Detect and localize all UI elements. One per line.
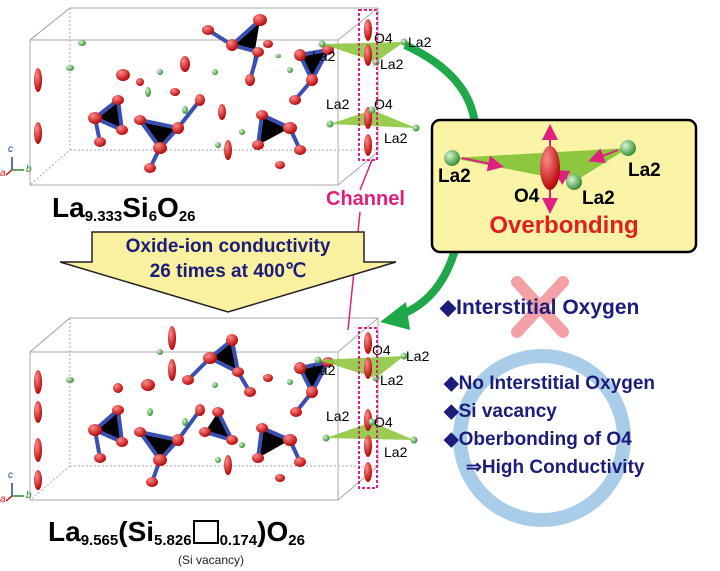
inset-la2-right: La2 bbox=[628, 160, 661, 181]
overbonding-inset bbox=[430, 118, 698, 254]
bullet-no-interstitial: ◆No Interstitial Oxygen bbox=[444, 373, 655, 394]
site-label-la2: La2 bbox=[406, 348, 430, 364]
formula-subscript: 9.565 bbox=[80, 532, 119, 549]
formula-subscript: 5.826 bbox=[154, 532, 192, 549]
axis-indicator-bottom bbox=[5, 483, 24, 502]
bottom-formula: La9.565(Si5.826 0.174)O26 bbox=[48, 516, 305, 549]
formula-element: La bbox=[48, 516, 81, 547]
site-label-la2: La2 bbox=[380, 372, 404, 388]
axis-label-c: c bbox=[8, 470, 13, 481]
formula-element: La bbox=[52, 192, 85, 223]
cross-mark-icon bbox=[511, 276, 569, 338]
axis-label-b: b bbox=[26, 490, 32, 501]
banner-line-1: Oxide-ion conductivity bbox=[125, 236, 331, 257]
axis-label-a: a bbox=[0, 168, 6, 179]
site-label-o4: O4 bbox=[374, 414, 393, 430]
formula-paren: ) bbox=[257, 516, 267, 547]
inset-title: Overbonding bbox=[489, 212, 639, 239]
green-curved-arrow bbox=[380, 41, 479, 330]
site-label-la2: La2 bbox=[384, 444, 408, 460]
site-label-la2: La2 bbox=[408, 34, 432, 50]
site-label-la2: La2 bbox=[312, 48, 336, 64]
axis-label-c: c bbox=[8, 144, 13, 155]
site-label-o4: O4 bbox=[372, 342, 391, 358]
site-label-o4: O4 bbox=[374, 96, 393, 112]
top-formula: La9.333Si6O26 bbox=[52, 192, 196, 225]
site-label-la2: La2 bbox=[380, 56, 404, 72]
formula-subscript: 0.174 bbox=[219, 532, 258, 549]
site-label-la2: La2 bbox=[326, 408, 350, 424]
axis-label-a: a bbox=[0, 494, 6, 505]
axis-indicator-top bbox=[5, 157, 24, 176]
bullet-si-vacancy: ◆Si vacancy bbox=[444, 401, 557, 422]
inset-la2-left: La2 bbox=[438, 166, 471, 187]
formula-element: O bbox=[157, 192, 179, 223]
site-label-la2: La2 bbox=[326, 96, 350, 112]
formula-element: Si bbox=[122, 192, 149, 223]
vacancy-note: (Si vacancy) bbox=[178, 553, 245, 567]
site-label-la2: La2 bbox=[312, 362, 336, 378]
conductivity-arrow bbox=[59, 231, 397, 313]
bottom-unit-cell bbox=[29, 317, 379, 501]
bullet-high-conductivity: ⇒High Conductivity bbox=[466, 457, 645, 478]
bullet-interstitial-oxygen: ◆Interstitial Oxygen bbox=[440, 296, 640, 319]
inset-o4: O4 bbox=[514, 186, 540, 207]
formula-subscript: 26 bbox=[288, 532, 305, 549]
top-unit-cell bbox=[29, 7, 379, 186]
site-label-la2: La2 bbox=[384, 130, 408, 146]
formula-subscript: 6 bbox=[148, 208, 158, 225]
formula-element: Si bbox=[127, 516, 155, 547]
top-structure-atoms bbox=[34, 14, 334, 173]
formula-subscript: 9.333 bbox=[84, 208, 123, 225]
banner-line-2: 26 times at 400℃ bbox=[149, 261, 307, 282]
formula-element: O bbox=[266, 516, 289, 547]
circle-mark-icon bbox=[453, 349, 631, 527]
bullet-overbonding: ◆Oberbonding of O4 bbox=[444, 429, 632, 450]
vacancy-box bbox=[192, 520, 219, 544]
bottom-structure-atoms bbox=[34, 326, 334, 490]
bottom-channel bbox=[314, 327, 418, 489]
channel-label: Channel bbox=[326, 188, 405, 210]
formula-subscript: 26 bbox=[178, 208, 196, 225]
top-channel bbox=[318, 9, 420, 161]
site-label-o4: O4 bbox=[374, 30, 393, 46]
formula-paren: ( bbox=[118, 516, 128, 547]
axis-label-b: b bbox=[26, 164, 32, 175]
inset-la2-bottom: La2 bbox=[582, 188, 615, 209]
